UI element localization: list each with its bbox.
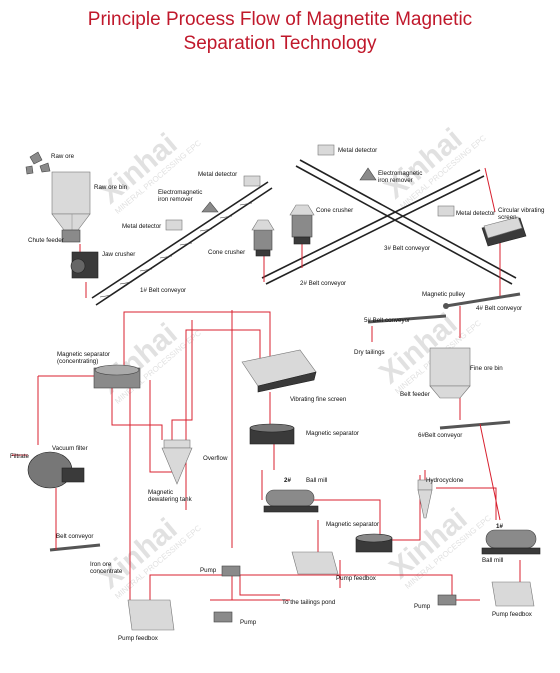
diagram-title: Principle Process Flow of Magnetite Magn… [0,8,560,56]
label-overflow: Overflow [203,455,228,462]
vibrating-fine-screen-icon [241,349,317,393]
metal-detector-icon-2 [165,219,183,231]
label-pump-feedbox-a: Pump feedbox [336,575,377,582]
label-metal-detector-2: Metal detector [122,223,161,230]
belt-conveyor-iron [49,543,101,552]
magnetic-separator-a-icon [249,423,295,445]
label-belt-conveyor-4: 4# Belt conveyor [476,305,522,312]
label-magnetic-separator-concentrating: Magnetic separator(concentrating) [57,351,110,365]
label-filtrate: Filtrate [10,453,29,460]
belt-conveyor-5 [367,314,447,324]
title-line-1: Principle Process Flow of Magnetite Magn… [87,9,473,30]
ball-mill-1-icon [481,529,541,555]
label-metal-detector-4: Metal detector [456,210,495,217]
label-belt-conveyor-5: 5# Belt conveyor [364,317,410,324]
label-hydrocyclone: Hydrocyclone [426,477,464,484]
label-cone-crusher-1: Cone crusher [208,249,245,256]
label-cone-crusher-2: Cone crusher [316,207,353,214]
label-jaw-crusher: Jaw crusher [102,251,135,258]
label-pump-a: Pump [200,567,217,574]
label-raw-ore-bin: Raw ore bin [94,184,128,191]
vacuum-filter-icon [27,451,85,489]
fine-ore-bin-icon [429,347,471,399]
electromagnetic-remover-icon-1 [201,201,219,213]
pump-a-icon [221,565,241,577]
cone-crusher-icon-1 [251,219,275,257]
label-vibrating-fine-screen: Vibrating fine screen [290,396,347,403]
label-ball-mill-1-num: 1# [496,523,503,530]
metal-detector-icon-4 [437,205,455,217]
magnetic-separator-concentrating-icon [93,364,141,389]
electromagnetic-remover-icon-2 [359,167,377,181]
pump-c-icon [437,594,457,606]
label-to-tailings-pond: To the tailings pond [282,599,336,606]
label-vacuum-filter: Vacuum filter [52,445,88,452]
label-belt-conveyor-1: 1# Belt conveyor [140,287,186,294]
belt-conveyor-1 [91,181,273,306]
magnetic-separator-b-icon [355,533,393,553]
belt-conveyor-3 [295,159,517,285]
label-chute-feeder: Chute feeder [28,237,64,244]
belt-conveyor-4 [445,292,521,308]
raw-ore-icon [25,151,51,175]
label-belt-conveyor-2: 2# Belt conveyor [300,280,346,287]
label-belt-conveyor-6: 6#Belt conveyor [418,432,462,439]
magnetic-dewatering-tank-icon [161,439,193,485]
label-magnetic-separator-a: Magnetic separator [306,430,359,437]
raw-ore-bin-icon [51,171,91,231]
metal-detector-icon-1 [243,175,261,187]
hydrocyclone-icon [417,479,433,519]
metal-detector-icon-3 [317,144,335,156]
cone-crusher-icon-2 [289,204,315,245]
label-belt-feeder: Belt feeder [400,391,430,398]
pump-feedbox-a-icon [291,551,339,575]
watermark-2: Xinhai MINERAL PROCESSING EPC [378,122,488,211]
magnetic-pulley-icon [443,303,449,309]
belt-conveyor-6 [439,420,511,430]
jaw-crusher-icon [70,251,99,279]
label-pump-b: Pump [240,619,257,626]
pump-b-icon [213,611,233,623]
labels: Raw ore Raw ore bin Chute feeder Jaw cru… [10,147,545,642]
label-pump-c: Pump [414,603,431,610]
label-fine-ore-bin: Fine ore bin [470,365,503,372]
label-magnetic-pulley: Magnetic pulley [422,291,466,298]
circular-vibrating-screen-icon [481,216,527,247]
label-ball-mill-2: Ball mill [306,477,327,484]
pump-feedbox-c-icon [491,581,535,607]
label-belt-conveyor-3: 3# Belt conveyor [384,245,430,252]
label-ball-mill-1: Ball mill [482,557,503,564]
label-belt-conveyor-iron: Belt conveyor [56,533,94,540]
watermark-5: Xinhai MINERAL PROCESSING EPC [93,512,203,601]
label-metal-detector-1: Metal detector [198,171,237,178]
title-line-2: Separation Technology [183,33,377,54]
label-ball-mill-2-num: 2# [284,477,291,484]
label-magnetic-separator-b: Magnetic separator [326,521,379,528]
label-dry-tailings: Dry tailings [354,349,385,356]
chute-feeder-icon [61,229,81,243]
label-pump-feedbox-b: Pump feedbox [118,635,159,642]
pump-feedbox-b-icon [127,599,175,631]
label-raw-ore: Raw ore [51,153,75,160]
equipment [25,144,541,631]
ball-mill-2-icon [263,489,319,513]
label-pump-feedbox-c: Pump feedbox [492,611,533,618]
label-metal-detector-3: Metal detector [338,147,377,154]
